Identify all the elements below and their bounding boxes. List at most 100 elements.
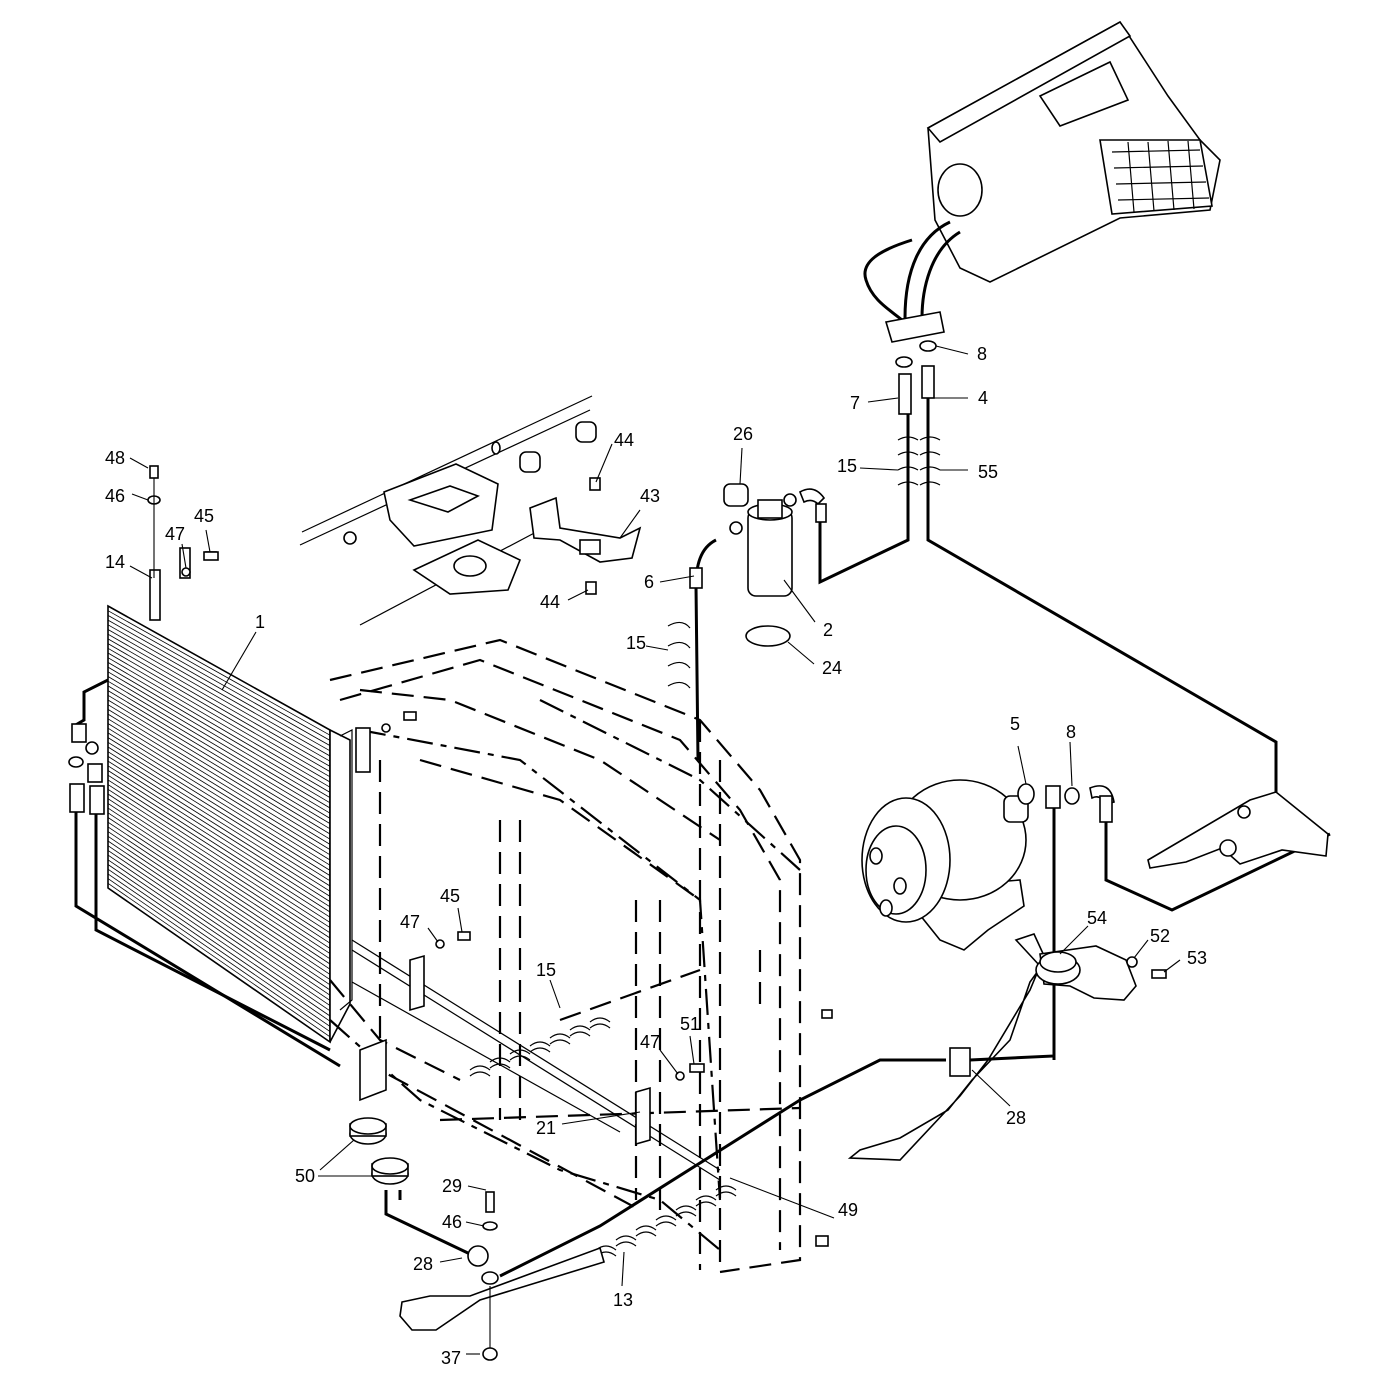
- callout-8-upper: 8: [976, 344, 988, 364]
- callout-45-lower: 45: [439, 886, 461, 906]
- condenser-fin: [107, 835, 331, 986]
- condenser-fin: [107, 817, 331, 965]
- callout-28-lower: 28: [412, 1254, 434, 1274]
- condenser-fin: [107, 850, 331, 1001]
- condenser-fin: [107, 751, 331, 892]
- condenser-fin: [107, 803, 331, 949]
- callout-8-compressor: 8: [1065, 722, 1077, 742]
- condenser-fin: [107, 788, 331, 934]
- callout-13: 13: [612, 1290, 634, 1310]
- upper-hose-set: [818, 340, 1278, 792]
- engine-frame-background: [299, 395, 642, 626]
- callout-15-upper: 15: [836, 456, 858, 476]
- callout-51: 51: [679, 1014, 701, 1034]
- condenser-fin: [107, 666, 331, 798]
- condenser-fin: [107, 643, 331, 772]
- callout-26: 26: [732, 424, 754, 444]
- condenser-fin: [107, 727, 331, 866]
- condenser-fin: [107, 873, 331, 1027]
- condenser-fin: [107, 831, 331, 980]
- condenser-fin: [107, 770, 331, 913]
- radiator-phantom: [329, 638, 802, 1274]
- callout-15-middle: 15: [625, 633, 647, 653]
- callout-24: 24: [821, 658, 843, 678]
- condenser-fin: [107, 680, 331, 814]
- condenser-fin: [107, 723, 331, 861]
- callout-7: 7: [849, 393, 861, 413]
- condenser-fin: [107, 854, 331, 1006]
- callout-29: 29: [441, 1176, 463, 1196]
- condenser-fin: [107, 746, 331, 887]
- callout-28-bracket: 28: [1005, 1108, 1027, 1128]
- condenser-fin: [107, 798, 331, 944]
- condenser-fin: [107, 709, 331, 845]
- condenser-fin: [107, 676, 331, 809]
- condenser-fin: [107, 638, 331, 767]
- condenser-fin: [107, 868, 331, 1022]
- condenser-fin: [107, 629, 331, 757]
- callout-5: 5: [1009, 714, 1021, 734]
- condenser-fin: [107, 765, 331, 908]
- lower-support: [349, 621, 946, 1361]
- callout-6: 6: [643, 572, 655, 592]
- condenser-fin: [107, 826, 331, 975]
- condenser-fin: [107, 633, 331, 762]
- compressor: [861, 779, 1331, 1060]
- callout-47-middle: 47: [399, 912, 421, 932]
- callout-46-lower: 46: [441, 1212, 463, 1232]
- callout-15-lower: 15: [535, 960, 557, 980]
- condenser-fin: [107, 685, 331, 819]
- condenser-fin: [107, 840, 331, 991]
- condenser-fin: [107, 694, 331, 830]
- condenser-fin: [107, 845, 331, 996]
- callout-47-upper: 47: [164, 524, 186, 544]
- callout-48: 48: [104, 448, 126, 468]
- condenser-fin: [107, 610, 331, 736]
- callout-54: 54: [1086, 908, 1108, 928]
- condenser-fin: [107, 784, 331, 928]
- receiver-drier: [689, 483, 827, 761]
- condenser-fin: [107, 793, 331, 939]
- evaporator-unit: [863, 20, 1221, 343]
- condenser-fin: [107, 699, 331, 835]
- condenser-fin: [107, 704, 331, 840]
- callout-1: 1: [254, 612, 266, 632]
- condenser-fin: [107, 718, 331, 856]
- callout-4: 4: [977, 388, 989, 408]
- callout-44-lower: 44: [539, 592, 561, 612]
- callout-49: 49: [837, 1200, 859, 1220]
- condenser-fin: [107, 671, 331, 804]
- callout-52: 52: [1149, 926, 1171, 946]
- condenser-fin: [107, 619, 331, 746]
- condenser-fin: [107, 878, 331, 1032]
- callout-43: 43: [639, 486, 661, 506]
- callout-21: 21: [535, 1118, 557, 1138]
- callout-50: 50: [294, 1166, 316, 1186]
- callout-37: 37: [440, 1348, 462, 1368]
- condenser-fin: [107, 807, 331, 954]
- callout-2: 2: [822, 620, 834, 640]
- condenser-fin: [107, 812, 331, 960]
- condenser-fin: [107, 652, 331, 783]
- callout-55: 55: [977, 462, 999, 482]
- condenser-fin: [107, 615, 331, 741]
- condenser-fin: [107, 774, 331, 918]
- condenser-fin: [107, 657, 331, 788]
- condenser-fin: [107, 732, 331, 871]
- condenser-fin: [107, 882, 331, 1038]
- condenser-fin: [107, 662, 331, 793]
- callout-53: 53: [1186, 948, 1208, 968]
- leader-lines: [129, 345, 1181, 1355]
- condenser-fin: [107, 741, 331, 882]
- small-hardware: [203, 551, 833, 1247]
- condenser-fin: [107, 779, 331, 923]
- condenser-fin: [107, 821, 331, 970]
- condenser-fin: [107, 647, 331, 778]
- condenser-fin: [107, 864, 331, 1017]
- callout-45-upper: 45: [193, 506, 215, 526]
- callout-46-upper: 46: [104, 486, 126, 506]
- callout-44-upper: 44: [613, 430, 635, 450]
- condenser-fin: [107, 760, 331, 902]
